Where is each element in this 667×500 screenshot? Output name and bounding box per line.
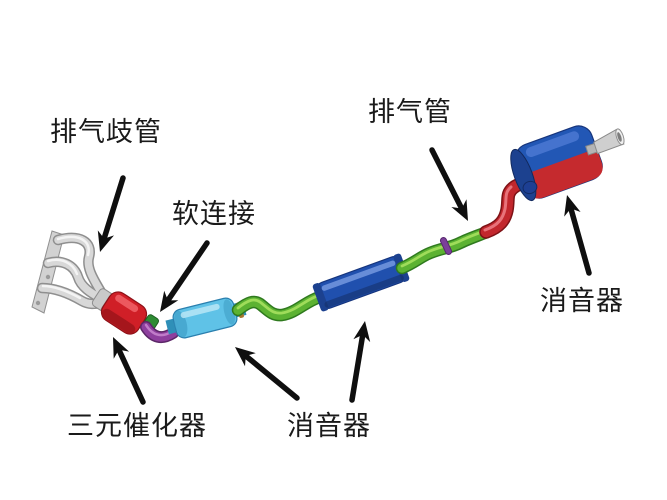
label-exhaust-manifold: 排气歧管	[50, 117, 162, 147]
label-middle-muffler: 消音器	[287, 411, 371, 441]
arrow-to-front-resonator	[235, 347, 300, 401]
manifold-bolt-hole	[35, 300, 41, 306]
catalyst-highlight	[115, 294, 139, 313]
arrow-to-exhaust-manifold	[97, 175, 126, 252]
arrow-to-exhaust-pipe	[429, 147, 468, 221]
resonator-right-cap	[223, 299, 236, 325]
catalyst-shade	[101, 308, 136, 335]
tailpipe-graphic	[585, 128, 625, 156]
clamp-purple	[439, 237, 453, 255]
tailpipe-opening-inner	[617, 132, 622, 142]
manifold-bolt-hole	[45, 274, 51, 280]
rear-muffler-graphic	[510, 125, 603, 202]
arrow-to-middle-muffler	[349, 321, 371, 403]
middle-muffler-graphic	[312, 253, 410, 312]
middle-muffler-highlight	[321, 260, 396, 291]
middle-muffler-shade	[324, 274, 404, 308]
arrow-to-rear-muffler	[564, 195, 592, 276]
label-three-way-catalyst: 三元催化器	[67, 411, 207, 441]
rear-muffler-inlet-ring	[522, 180, 538, 195]
label-exhaust-pipe: 排气管	[368, 97, 452, 127]
clamp-purple-graphic	[439, 237, 453, 255]
rear-muffler-red-band	[521, 148, 603, 199]
catalytic-converter-graphic	[100, 291, 148, 335]
annotation-arrows	[97, 147, 592, 405]
pipe-green-front-graphic	[231, 290, 327, 322]
arrow-to-flex-joint	[160, 240, 210, 312]
arrow-to-catalytic-converter	[113, 337, 146, 405]
rear-muffler-highlight	[525, 131, 580, 158]
resonator-highlight	[180, 303, 220, 319]
label-flex-joint: 软连接	[172, 199, 256, 229]
label-rear-muffler: 消音器	[540, 286, 624, 316]
